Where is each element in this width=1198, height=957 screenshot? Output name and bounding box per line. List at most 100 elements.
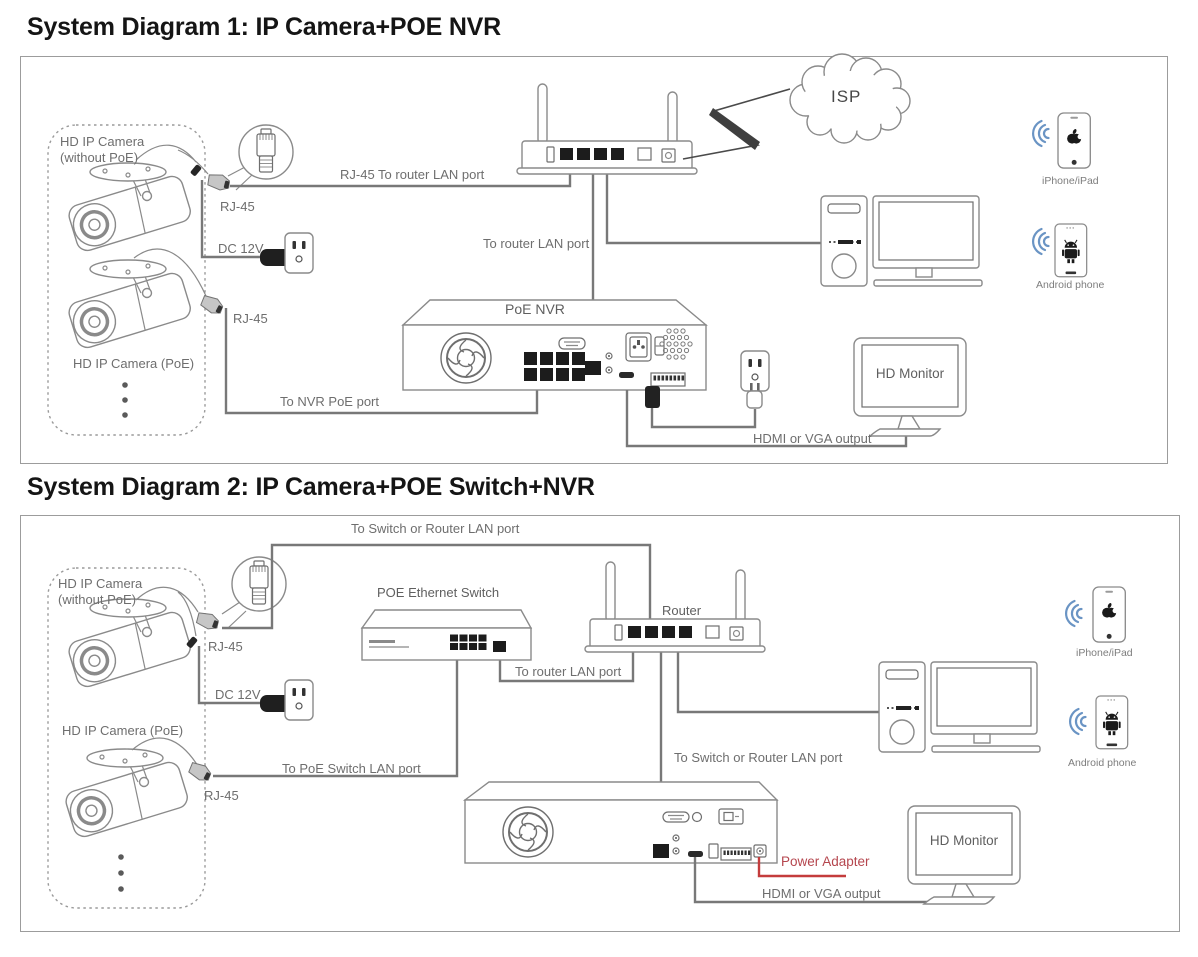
nvr-power-inlet — [625, 332, 652, 362]
diagram2-art — [47, 543, 1129, 909]
hdmi-vga-label: HDMI or VGA output — [762, 886, 881, 901]
to-switch-top-label: To Switch or Router LAN port — [351, 521, 520, 536]
camera-zone-border — [47, 567, 206, 909]
android-phone-icon — [1095, 695, 1129, 750]
cable-camera-to-nvr-poe — [224, 308, 539, 415]
diagram1-title: System Diagram 1: IP Camera+POE NVR — [27, 13, 502, 41]
android-label: Android phone — [1036, 279, 1105, 291]
iphone-label: iPhone/iPad — [1076, 647, 1133, 659]
camera1-pigtail-cable — [135, 586, 199, 637]
camera-poe-label: HD IP Camera (PoE) — [73, 356, 195, 371]
iphone-icon — [1092, 586, 1126, 643]
power-adapter-cable — [757, 857, 846, 878]
wall-outlet-icon — [284, 679, 314, 721]
poe-nvr — [401, 299, 708, 391]
rj45-connector-b — [186, 759, 214, 785]
ip-camera-poe — [61, 747, 192, 841]
poe-ethernet-switch — [360, 609, 533, 661]
rj45-connector-a — [205, 171, 232, 193]
monitor-label: HD Monitor — [875, 366, 945, 381]
diagram1-art — [47, 53, 1091, 448]
rj45-magnified-icon — [231, 556, 287, 612]
wifi-icon — [1031, 119, 1050, 148]
hd-monitor — [853, 337, 967, 437]
nvr-lan-port — [585, 361, 601, 375]
camera2-pigtail-cable — [131, 737, 199, 767]
hdmi-cable — [625, 390, 908, 448]
two-prong-plug — [746, 383, 763, 409]
cable-router-to-pc — [676, 650, 879, 714]
camera-poe-label: HD IP Camera (PoE) — [62, 723, 184, 738]
dc-power-cable — [197, 646, 261, 705]
to-nvr-poe-label: To NVR PoE port — [280, 394, 379, 409]
wall-outlet-icon — [740, 350, 770, 392]
camera-zone-border — [47, 124, 206, 436]
monitor-label: HD Monitor — [929, 833, 999, 848]
nvr-vga-port — [558, 337, 586, 350]
poe-switch-label: POE Ethernet Switch — [377, 585, 500, 600]
lightning-bolt-icon — [682, 88, 791, 160]
to-poe-switch-label: To PoE Switch LAN port — [282, 761, 421, 776]
iphone-label: iPhone/iPad — [1042, 175, 1099, 187]
rj45-connector-b — [198, 292, 226, 318]
nvr-dc-jack — [753, 844, 767, 858]
wifi-icon — [1064, 599, 1083, 628]
desktop-pc — [820, 195, 983, 287]
android-label: Android phone — [1068, 757, 1137, 769]
camera-zone-label-line2: (without PoE) — [58, 592, 137, 607]
rj45-connector-a — [194, 609, 222, 633]
nvr-hdmi-port — [619, 372, 634, 378]
to-router-lan-label: To router LAN port — [515, 664, 622, 679]
hd-monitor — [907, 805, 1021, 905]
cable-router-to-pc — [605, 158, 821, 245]
rj45-label: RJ-45 — [204, 788, 239, 803]
nvr-vga-port — [662, 811, 690, 823]
isp-label: ISP — [831, 87, 862, 106]
power-cord-plug — [645, 386, 660, 408]
isp-cloud-icon — [789, 53, 911, 144]
cable-switch-to-router — [498, 641, 635, 683]
router-label: Router — [662, 603, 702, 618]
nvr-usb-port — [708, 843, 719, 859]
nvr — [462, 781, 779, 864]
wifi-router — [516, 83, 698, 175]
nvr-audio-port — [691, 811, 703, 823]
to-switch-mid-label: To Switch or Router LAN port — [674, 750, 843, 765]
hdmi-vga-label: HDMI or VGA output — [753, 431, 872, 446]
nvr-poe-ports — [524, 352, 585, 381]
camera-zone-label-line1: HD IP Camera — [58, 576, 143, 591]
cable-camera-to-router — [222, 543, 652, 633]
nvr-power-switch — [718, 808, 744, 825]
rj45-label: RJ-45 — [208, 639, 243, 654]
rj45-magnified-icon — [238, 124, 294, 180]
cable-camera-to-poe-switch — [213, 651, 459, 778]
desktop-pc — [878, 661, 1041, 753]
switch-uplink-port — [493, 641, 506, 652]
camera2-pigtail-cable — [133, 248, 207, 297]
camera1-pigtail-cable — [135, 144, 209, 175]
rj45-label: RJ-45 — [233, 311, 268, 326]
nvr-lan-port — [653, 844, 669, 858]
nvr-vent-holes — [659, 328, 693, 360]
power-adapter-label: Power Adapter — [781, 854, 870, 869]
camera-zone-label-line1: HD IP Camera — [60, 134, 145, 149]
nvr-hdmi-port — [688, 851, 703, 857]
ip-camera-without-poe — [64, 161, 195, 255]
rj45-label: RJ-45 — [220, 199, 255, 214]
more-cameras-ellipsis — [122, 382, 128, 418]
nvr-power-cord — [650, 408, 757, 429]
dc-power-cable — [200, 180, 261, 259]
to-router-lan-label: To router LAN port — [483, 236, 590, 251]
switch-poe-ports — [450, 634, 487, 650]
more-cameras-ellipsis — [118, 854, 124, 892]
ip-camera-without-poe — [64, 597, 195, 691]
wifi-icon — [1068, 707, 1087, 736]
iphone-icon — [1057, 112, 1091, 169]
rj45-to-router-label: RJ-45 To router LAN port — [340, 167, 485, 182]
magnifier-pointer-lines — [221, 601, 247, 629]
diagram2-title: System Diagram 2: IP Camera+POE Switch+N… — [27, 473, 595, 501]
camera-zone-label-line2: (without PoE) — [60, 150, 139, 165]
wall-outlet-icon — [284, 232, 314, 274]
dc12v-label: DC 12V — [218, 241, 264, 256]
